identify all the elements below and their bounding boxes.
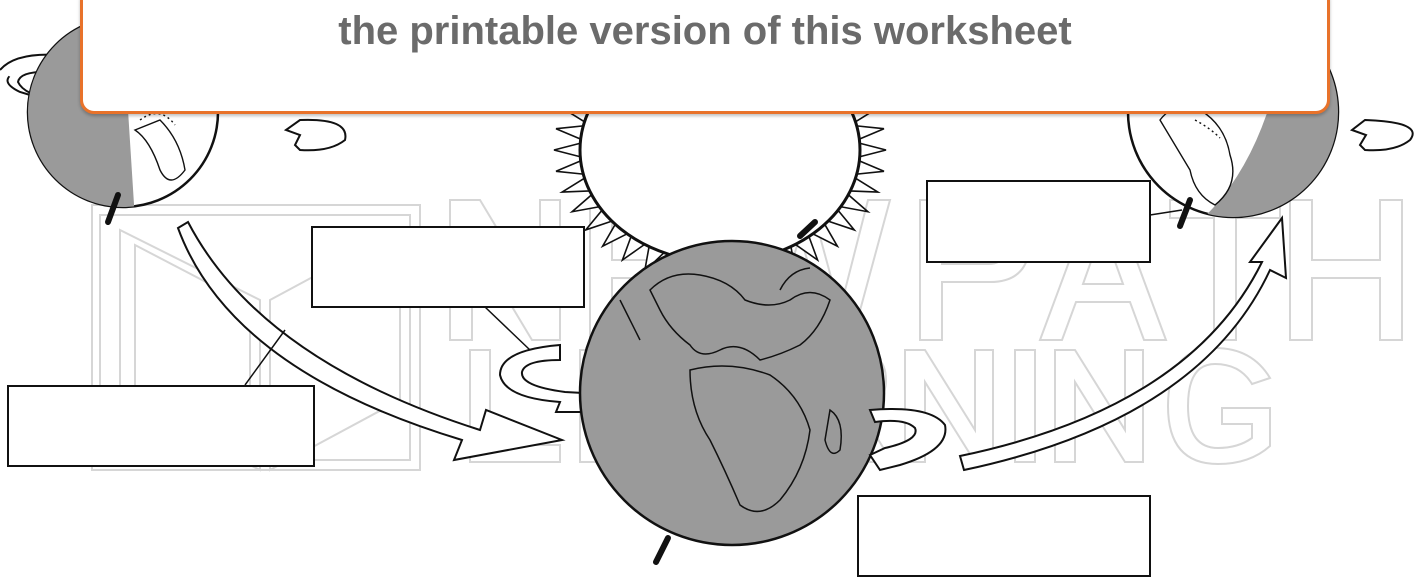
label-box-top-center[interactable] — [312, 227, 584, 307]
sun-ray — [860, 143, 886, 156]
sun-ray — [554, 143, 580, 156]
printable-version-banner[interactable]: the printable version of this worksheet — [80, 0, 1330, 114]
label-box-top-right[interactable] — [927, 181, 1150, 262]
sun-ray — [556, 126, 583, 139]
sun-ray — [857, 161, 884, 174]
label-box-bottom-right[interactable] — [858, 496, 1150, 576]
sun-ray — [556, 161, 583, 174]
banner-text: the printable version of this worksheet — [83, 9, 1327, 54]
sun-ray — [857, 126, 884, 139]
label-box-left[interactable] — [8, 386, 314, 466]
